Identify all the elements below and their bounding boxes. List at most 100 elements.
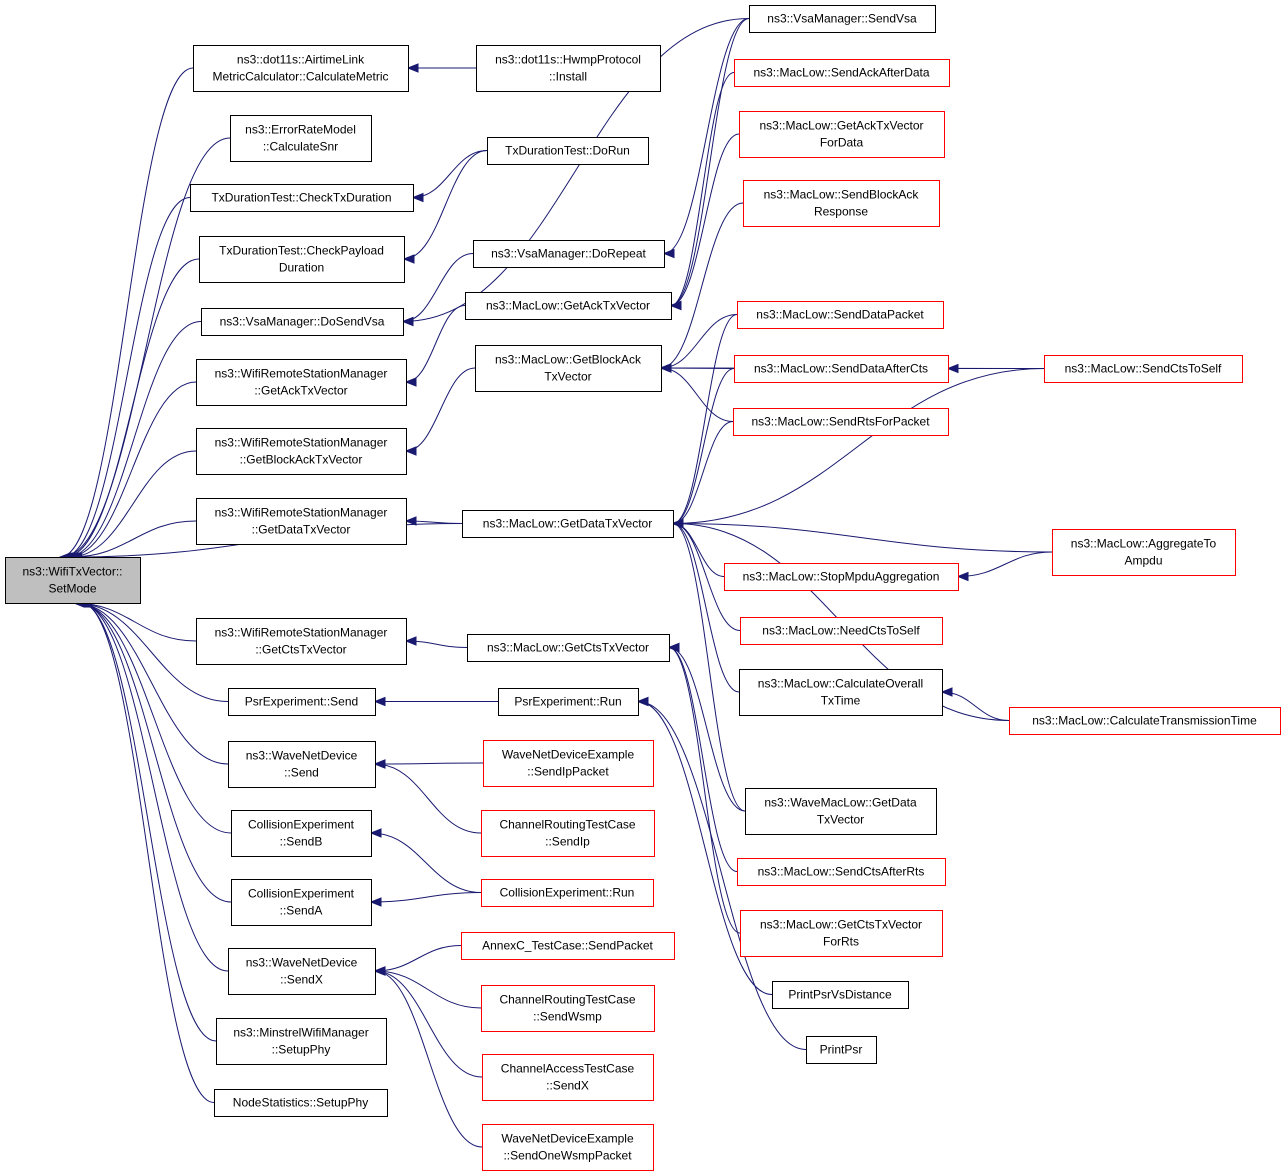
call-edge (659, 314, 738, 373)
node-label: TxTime (821, 694, 861, 708)
node-printpsr[interactable]: PrintPsr (806, 1036, 877, 1064)
node-txdurrun[interactable]: TxDurationTest::DoRun (487, 137, 649, 165)
edge-txdurrun-to-txdurpayload (403, 150, 488, 260)
node-box (228, 741, 376, 788)
node-airtime[interactable]: ns3::dot11s::AirtimeLinkMetricCalculator… (193, 45, 409, 92)
node-errrate[interactable]: ns3::ErrorRateModel::CalculateSnr (230, 115, 372, 162)
node-hwmp[interactable]: ns3::dot11s::HwmpProtocol::Install (476, 45, 661, 92)
call-edge (667, 642, 746, 812)
node-label: MetricCalculator::CalculateMetric (212, 70, 388, 84)
node-box (481, 985, 655, 1032)
call-edge (404, 305, 466, 387)
node-box (806, 1036, 877, 1064)
node-mlsendctsafterrts[interactable]: ns3::MacLow::SendCtsAfterRts (737, 858, 946, 886)
node-label: TxDurationTest::CheckTxDuration (211, 191, 391, 205)
arrowhead (404, 636, 417, 646)
node-label: ::GetCtsTxVector (255, 643, 346, 657)
node-wrsmack[interactable]: ns3::WifiRemoteStationManager::GetAckTxV… (196, 359, 407, 406)
node-box (482, 1124, 654, 1171)
edge-collb-to-root (77, 602, 232, 834)
node-mlsenddatapacket[interactable]: ns3::MacLow::SendDataPacket (737, 301, 944, 329)
node-box (231, 879, 372, 926)
node-vsadosend[interactable]: ns3::VsaManager::DoSendVsa (201, 308, 404, 336)
edge-mlaggregate-to-mlstopmpdu (957, 551, 1053, 577)
node-mlstopmpdu[interactable]: ns3::MacLow::StopMpduAggregation (724, 563, 959, 591)
node-box (772, 981, 909, 1009)
node-box (5, 557, 141, 604)
node-mlgetcts[interactable]: ns3::MacLow::GetCtsTxVector (467, 634, 670, 662)
node-wndsendx[interactable]: ns3::WaveNetDevice::SendX (228, 948, 376, 995)
call-edge (956, 551, 1053, 582)
node-box (228, 688, 376, 716)
node-label: ns3::MacLow::AggregateTo (1071, 537, 1217, 551)
node-wavemacgetdata[interactable]: ns3::WaveMacLow::GetDataTxVector (745, 788, 937, 835)
node-wndexsendwsmp[interactable]: WaveNetDeviceExample::SendOneWsmpPacket (482, 1124, 654, 1171)
node-mlsendctstoself[interactable]: ns3::MacLow::SendCtsToSelf (1044, 355, 1243, 383)
node-vsadorepeat[interactable]: ns3::VsaManager::DoRepeat (473, 240, 665, 268)
node-label: ::SendA (280, 904, 323, 918)
edge-vsasend-to-vsadorepeat (663, 18, 750, 254)
node-wrsmdata[interactable]: ns3::WifiRemoteStationManager::GetDataTx… (196, 498, 407, 545)
edge-errrate-to-root (62, 137, 231, 558)
node-colla[interactable]: CollisionExperiment::SendA (231, 879, 372, 926)
node-chroutsendwsmp[interactable]: ChannelRoutingTestCase::SendWsmp (481, 985, 655, 1032)
node-mlcalctransmission[interactable]: ns3::MacLow::CalculateTransmissionTime (1009, 707, 1281, 735)
node-mlgetack[interactable]: ns3::MacLow::GetAckTxVector (465, 292, 672, 320)
node-label: ::GetBlockAckTxVector (240, 453, 363, 467)
node-box (1052, 529, 1236, 576)
node-psrsend[interactable]: PsrExperiment::Send (228, 688, 376, 716)
node-box (739, 111, 945, 158)
node-wrsmblockack[interactable]: ns3::WifiRemoteStationManager::GetBlockA… (196, 428, 407, 475)
call-edge (373, 759, 482, 834)
node-label: PsrExperiment::Send (245, 695, 358, 709)
node-box (467, 634, 670, 662)
node-minstrel[interactable]: ns3::MinstrelWifiManager::SetupPhy (216, 1018, 387, 1065)
call-edge (671, 368, 1045, 529)
node-label: ::SetupPhy (272, 1043, 331, 1057)
edge-mlsenddataaftercts-to-mlgetdata (672, 368, 735, 524)
edge-mlsenddatapacket-to-mlgetdata (672, 314, 738, 524)
edge-nodestats-to-root (81, 602, 215, 1103)
node-txdurcheck[interactable]: TxDurationTest::CheckTxDuration (190, 184, 414, 212)
node-mlsendackafterdata[interactable]: ns3::MacLow::SendAckAfterData (734, 59, 950, 87)
node-box (737, 301, 944, 329)
node-wndsend[interactable]: ns3::WaveNetDevice::Send (228, 741, 376, 788)
edge-airtime-to-root (60, 67, 194, 558)
edge-chaccesssendx-to-wndsendx (374, 970, 483, 1078)
edge-wndexsendwsmp-to-wndsendx (374, 970, 483, 1148)
node-annexc[interactable]: AnnexC_TestCase::SendPacket (461, 932, 675, 960)
node-label: WaveNetDeviceExample (501, 1132, 634, 1146)
arrowhead (401, 316, 414, 327)
node-chroutsendip[interactable]: ChannelRoutingTestCase::SendIp (481, 810, 655, 857)
node-wndexsendip[interactable]: WaveNetDeviceExample::SendIpPacket (483, 740, 654, 787)
node-label: ::SendIp (545, 835, 590, 849)
node-psrrun[interactable]: PsrExperiment::Run (498, 688, 639, 716)
edge-txdurpayload-to-root (65, 258, 200, 558)
node-box (461, 932, 675, 960)
node-collb[interactable]: CollisionExperiment::SendB (231, 810, 372, 857)
node-wrsmcts[interactable]: ns3::WifiRemoteStationManager::GetCtsTxV… (196, 618, 407, 665)
call-edge (671, 518, 1053, 553)
node-mlgetblockack[interactable]: ns3::MacLow::GetBlockAckTxVector (475, 345, 662, 392)
node-label: ns3::MacLow::GetAckTxVector (486, 299, 650, 313)
node-label: ns3::MacLow::CalculateTransmissionTime (1032, 714, 1257, 728)
node-label: ns3::WifiRemoteStationManager (215, 367, 388, 381)
call-edge (404, 636, 468, 648)
node-mlsendrtsforpacket[interactable]: ns3::MacLow::SendRtsForPacket (733, 408, 949, 436)
node-mlgetdata[interactable]: ns3::MacLow::GetDataTxVector (462, 510, 674, 538)
node-printpsrvsdist[interactable]: PrintPsrVsDistance (772, 981, 909, 1009)
node-chaccesssendx[interactable]: ChannelAccessTestCase::SendX (482, 1054, 654, 1101)
node-mlneedcts[interactable]: ns3::MacLow::NeedCtsToSelf (740, 617, 943, 645)
node-mlsenddataaftercts[interactable]: ns3::MacLow::SendDataAfterCts (734, 355, 949, 383)
node-label: ns3::dot11s::AirtimeLink (237, 53, 365, 67)
node-label: CollisionExperiment::Run (500, 886, 635, 900)
node-nodestats[interactable]: NodeStatistics::SetupPhy (214, 1089, 388, 1117)
node-collrun[interactable]: CollisionExperiment::Run (481, 879, 654, 907)
node-vsasend[interactable]: ns3::VsaManager::SendVsa (749, 5, 936, 33)
